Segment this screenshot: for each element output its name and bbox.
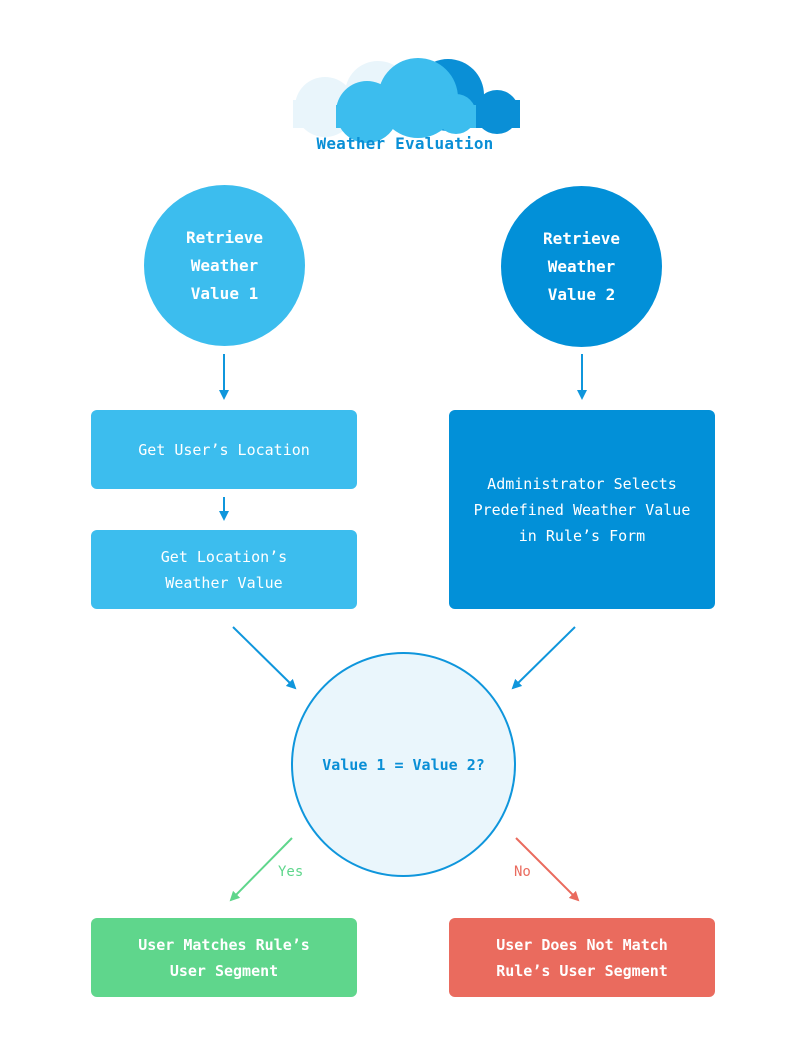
no-match-result-label: User Does Not Match Rule’s User Segment [496, 935, 668, 980]
match-result-box: User Matches Rule’s User Segment [91, 918, 357, 997]
decision-node: Value 1 = Value 2? [291, 652, 516, 877]
cloud-icon [293, 58, 520, 143]
decision-label: Value 1 = Value 2? [322, 755, 485, 774]
match-result-label: User Matches Rule’s User Segment [138, 935, 310, 980]
arrow-decision-yes [229, 837, 293, 902]
diagram-title: Weather Evaluation [316, 134, 494, 153]
yes-edge-label: Yes [278, 864, 304, 880]
retrieve-value-1-node: Retrieve Weather Value 1 [144, 185, 305, 346]
get-location-label: Get User’s Location [138, 440, 310, 459]
get-weather-box: Get Location’s Weather Value [91, 530, 357, 609]
arrow-decision-no [515, 837, 580, 902]
get-weather-label: Get Location’s Weather Value [160, 547, 288, 592]
admin-select-label: Administrator Selects Predefined Weather… [473, 474, 691, 545]
retrieve-value-2-label: Retrieve Weather Value 2 [542, 228, 621, 304]
no-edge-label: No [514, 864, 531, 880]
admin-select-box: Administrator Selects Predefined Weather… [449, 410, 715, 609]
retrieve-value-1-label: Retrieve Weather Value 1 [185, 227, 264, 303]
no-match-result-box: User Does Not Match Rule’s User Segment [449, 918, 715, 997]
get-location-box: Get User’s Location [91, 410, 357, 489]
arrow-admin-to-decision [511, 626, 576, 690]
connector-arrows [219, 354, 587, 902]
arrow-weather-to-decision [232, 626, 297, 690]
retrieve-value-2-node: Retrieve Weather Value 2 [501, 186, 662, 347]
